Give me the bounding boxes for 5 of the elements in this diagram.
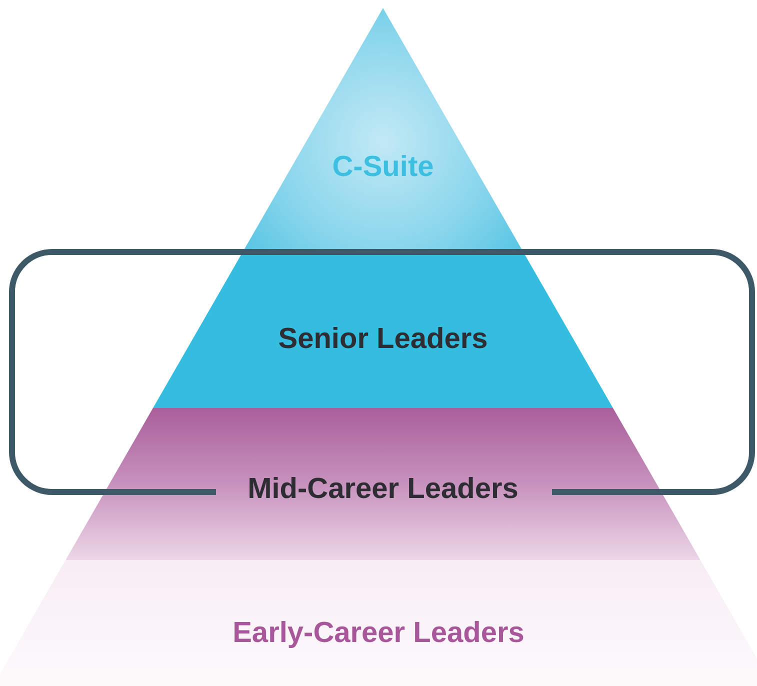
tier-label: Mid-Career Leaders [246,475,520,504]
pyramid-tier [0,560,757,686]
tier-label: Early-Career Leaders [232,619,526,648]
tier-label: C-Suite [331,153,435,182]
tier-label: Senior Leaders [277,325,489,354]
